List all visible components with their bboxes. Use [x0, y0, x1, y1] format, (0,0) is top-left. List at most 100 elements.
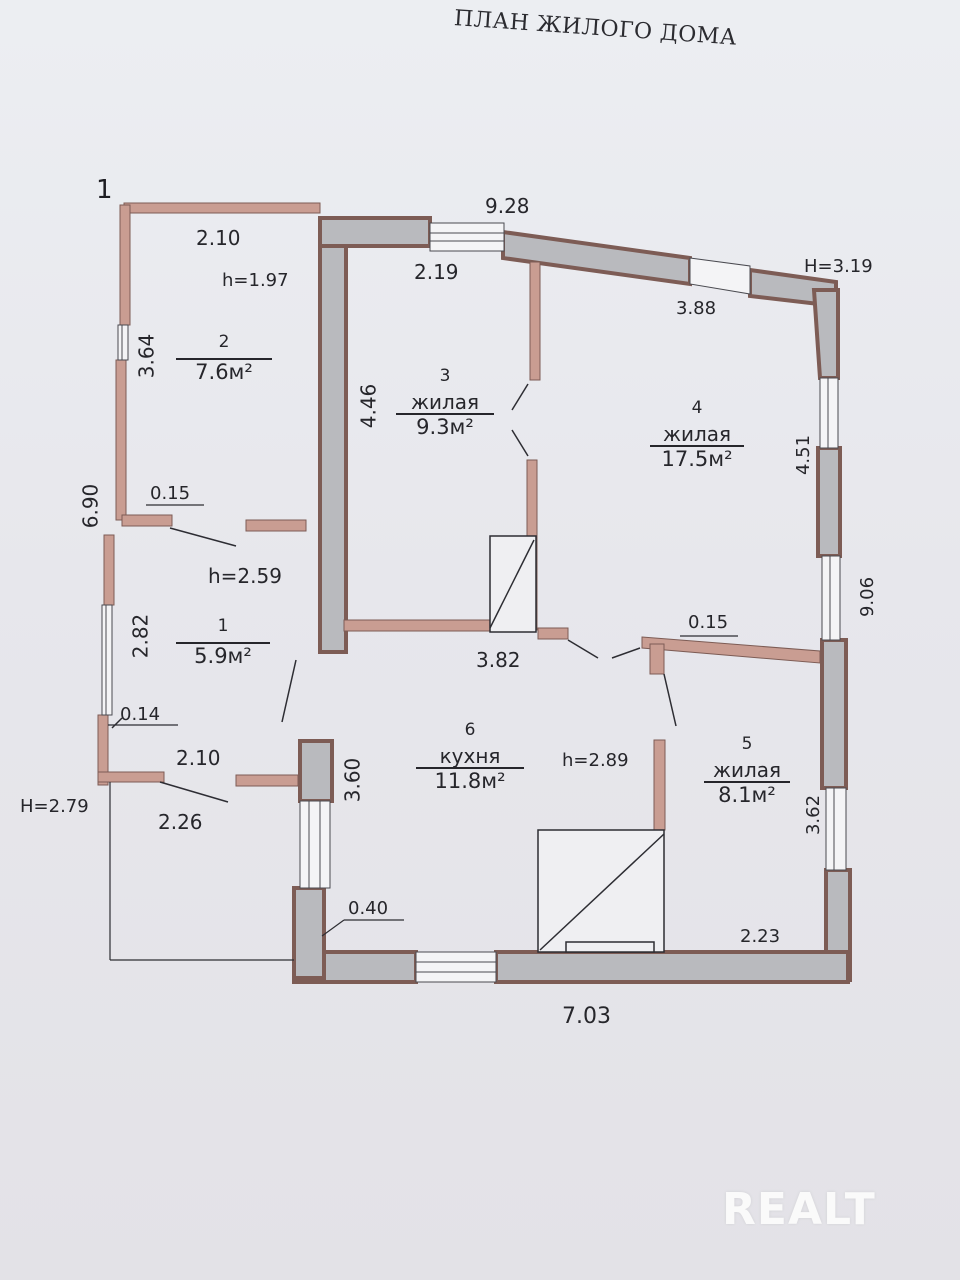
partition-stub-6	[537, 627, 569, 640]
main-right-wall-mid	[816, 446, 842, 558]
room-number: 3	[439, 366, 451, 386]
sheet-number: 1	[96, 175, 113, 205]
annex-bottom-wall	[97, 771, 165, 783]
main-right-wall-lower	[820, 638, 848, 790]
dim-388: 3.88	[676, 298, 717, 319]
room-number: 4	[691, 398, 703, 418]
room-name: кухня	[439, 743, 501, 768]
dim-360: 3.60	[340, 757, 365, 803]
window-kitchen-left	[299, 800, 331, 889]
room-area: 9.3м²	[396, 412, 494, 438]
annex-left-wall-mid	[115, 359, 127, 521]
annex-partition-left	[121, 514, 173, 527]
partition-3-6	[343, 619, 491, 632]
room-1-label: 1 5.9м²	[176, 616, 270, 667]
dim-362: 3.62	[803, 794, 825, 836]
height-319: H=3.19	[804, 256, 873, 277]
partition-5-post	[649, 643, 665, 675]
room-name: жилая	[662, 421, 732, 446]
main-left-lower-wall	[292, 886, 326, 980]
dim-282: 2.82	[128, 613, 153, 659]
room-4-label: 4 жилая 17.5м²	[650, 398, 744, 470]
main-right-wall-upper	[811, 288, 840, 380]
annex-partition-right	[245, 519, 307, 532]
dim-382: 3.82	[476, 648, 521, 672]
window-room-3	[429, 222, 505, 252]
furniture	[489, 535, 665, 953]
door-swings	[111, 383, 677, 803]
window-room-4-top	[689, 257, 751, 295]
annex-outline	[109, 782, 294, 961]
dim-906: 9.06	[857, 576, 879, 618]
main-left-wall	[318, 216, 348, 654]
dim-014: 0.14	[120, 704, 161, 725]
window-room-4-right-upper	[819, 377, 839, 449]
room-name: жилая	[712, 757, 782, 782]
room-number: 2	[218, 332, 230, 352]
room-area: 17.5м²	[650, 444, 744, 470]
room-area: 8.1м²	[704, 780, 790, 806]
realt-watermark-logo: REALT	[722, 1184, 876, 1235]
annex-window-upper	[117, 324, 129, 361]
annex-window-lower	[101, 604, 113, 716]
stove-base	[565, 941, 655, 953]
window-room-5	[825, 787, 847, 871]
leaders	[108, 504, 738, 937]
main-windows	[299, 222, 847, 983]
dim-451: 4.51	[793, 434, 815, 476]
door-room-4a	[567, 639, 599, 659]
dim-015-right: 0.15	[688, 612, 729, 633]
dim-446: 4.46	[356, 383, 381, 429]
room-number: 6	[464, 720, 476, 740]
room-name: жилая	[410, 389, 480, 414]
room-area: 11.8м²	[416, 766, 524, 792]
height-289: h=2.89	[562, 750, 629, 771]
partition-6-5	[653, 739, 666, 831]
dim-226: 2.26	[158, 810, 203, 834]
room-3-label: 3 жилая 9.3м²	[396, 366, 494, 438]
room-6-label: 6 кухня 11.8м²	[416, 720, 524, 792]
dim-364: 3.64	[134, 333, 159, 379]
door-room-5	[663, 673, 677, 727]
annex-windows	[101, 324, 129, 716]
dim-703: 7.03	[562, 1004, 611, 1029]
dim-210-top: 2.10	[196, 226, 241, 250]
partition-4-5	[641, 636, 821, 664]
annex-bottom-stub	[235, 774, 299, 787]
door-annex-1	[169, 527, 237, 547]
height-279: H=2.79	[20, 796, 89, 817]
door-room-4b	[611, 647, 641, 659]
annex-left-wall-upper	[119, 204, 131, 326]
main-bottom-wall-right	[494, 950, 850, 984]
height-259: h=2.59	[208, 564, 282, 588]
annex-top-wall	[123, 202, 321, 214]
main-walls	[292, 216, 852, 984]
door-room-3a	[511, 383, 529, 411]
door-room-3b	[511, 429, 529, 457]
door-annex-3	[159, 781, 229, 803]
dim-015-left: 0.15	[150, 483, 191, 504]
window-kitchen-bottom	[415, 951, 497, 983]
dim-690: 6.90	[78, 483, 103, 529]
dim-223: 2.23	[740, 926, 781, 947]
dim-928: 9.28	[485, 194, 530, 218]
window-room-4-right-lower	[821, 555, 841, 641]
room-number: 5	[741, 734, 753, 754]
partition-3-4-upper	[529, 261, 541, 381]
dim-040: 0.40	[348, 898, 389, 919]
room-area: 5.9м²	[176, 641, 270, 667]
room-5-label: 5 жилая 8.1м²	[704, 734, 790, 806]
annex-left-wall-lower	[103, 534, 115, 606]
window-mullions	[105, 232, 835, 973]
door-annex-6	[281, 659, 297, 723]
door-annex-2	[111, 717, 123, 729]
room-2-label: 2 7.6м²	[176, 332, 272, 383]
main-top-wall-left	[318, 216, 432, 248]
main-left-pier	[298, 739, 334, 803]
room-number: 1	[217, 616, 229, 636]
dim-219: 2.19	[414, 260, 459, 284]
height-197: h=1.97	[222, 270, 289, 291]
dim-210-bottom: 2.10	[176, 746, 221, 770]
room-area: 7.6м²	[176, 357, 272, 383]
